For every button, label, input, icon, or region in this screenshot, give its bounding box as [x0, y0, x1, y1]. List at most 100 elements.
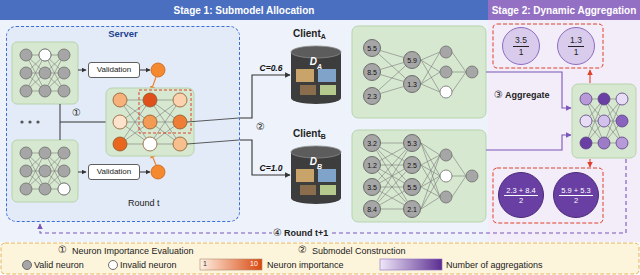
server-network	[39, 49, 51, 61]
client-submodel	[440, 46, 452, 58]
dataset-cylinder: DB	[290, 145, 342, 205]
neuron: 8.4	[363, 200, 381, 218]
legend-text: Neuron Importance Evaluation	[72, 246, 194, 257]
legend-panel	[1, 243, 639, 274]
neuron: 5.3	[403, 134, 421, 152]
legend-panel	[1, 243, 639, 274]
aggregated-network	[598, 115, 610, 127]
aggregated-network	[616, 115, 628, 127]
stage-title: Stage 2: Dynamic Aggregation	[492, 5, 637, 16]
client-submodel	[352, 26, 486, 222]
round-label: Round t	[128, 198, 160, 209]
validation-box: Validation	[88, 62, 140, 78]
global-network	[113, 137, 127, 151]
validation-score	[151, 165, 165, 179]
cylinder-shape	[290, 145, 342, 205]
global-network	[113, 93, 127, 107]
aggregation-box	[493, 24, 603, 223]
importance-fraction: 1.31	[557, 27, 595, 65]
step-number: ③	[494, 89, 503, 101]
legend-text: Valid neuron	[34, 260, 84, 271]
client-submodel	[440, 86, 452, 98]
importance-value: 3.5	[367, 184, 377, 191]
server-arrow	[60, 104, 111, 140]
neuron-connection	[381, 51, 404, 58]
aggregated-network	[572, 84, 636, 158]
fraction-denominator: 2	[559, 195, 592, 205]
client-submodel	[440, 66, 452, 78]
neuron-connection	[379, 66, 406, 90]
client-name: Client	[293, 28, 321, 40]
image-thumbnail	[300, 185, 316, 195]
global-network	[173, 115, 187, 129]
image-thumbnail	[320, 185, 336, 195]
server-arrow	[140, 70, 150, 71]
dataset-letter: D	[310, 56, 317, 67]
edge-label: C=0.6	[259, 63, 284, 73]
global-network	[106, 88, 239, 156]
neuron: 3.5	[363, 178, 381, 196]
importance-fraction: 3.51	[502, 27, 540, 65]
stage-region	[0, 20, 488, 242]
importance-value: 3.2	[367, 140, 377, 147]
importance-value: 2.5	[407, 162, 417, 169]
neuron-connection	[377, 151, 408, 202]
global-network	[106, 88, 194, 156]
neuron: 1.2	[363, 156, 381, 174]
server-network	[20, 120, 23, 123]
fraction-denominator: 2	[504, 195, 537, 205]
legend-panel	[200, 259, 262, 270]
importance-value: 5.5	[367, 45, 377, 52]
neuron-connection	[377, 151, 408, 202]
stage-header: Stage 2: Dynamic Aggregation	[488, 0, 640, 20]
step-name: Aggregate	[505, 90, 550, 101]
image-thumbnail	[318, 169, 336, 182]
global-network	[143, 115, 157, 129]
fraction-numerator: 5.9 + 5.3	[559, 186, 592, 195]
server-network	[36, 120, 39, 123]
edge-label: C=1.0	[259, 163, 284, 173]
step-number: ④	[272, 227, 283, 239]
aggregated-network	[572, 84, 636, 158]
global-network	[173, 93, 187, 107]
global-network	[143, 137, 157, 151]
aggregate-arrow	[486, 72, 571, 108]
validation-text: Validation	[97, 168, 132, 176]
global-network	[143, 93, 157, 107]
client-submodel	[440, 191, 452, 203]
image-thumbnail	[296, 69, 314, 82]
dataset-cylinder: DA	[290, 45, 342, 105]
neuron: 2.1	[403, 200, 421, 218]
client-submodel	[421, 143, 466, 209]
aggregated-network	[580, 93, 628, 149]
importance-value: 8.4	[367, 206, 377, 213]
aggregated-network	[580, 115, 592, 127]
aggregated-network	[580, 93, 592, 105]
importance-value: 5.3	[407, 140, 417, 147]
global-network	[139, 90, 191, 133]
scale-value: 10	[250, 260, 258, 268]
server-fill	[6, 26, 240, 222]
client-submodel	[352, 26, 486, 118]
global-network	[173, 137, 187, 151]
aggregation-box	[493, 24, 603, 68]
aggregated-network	[580, 137, 592, 149]
client-submodel	[466, 66, 478, 78]
allocation-arrow	[240, 140, 290, 175]
fraction-denominator: 1	[568, 46, 584, 57]
aggregated-network	[598, 137, 610, 149]
step-number: ②	[256, 121, 265, 133]
dataset-subscript: A	[317, 63, 322, 70]
server-network	[12, 42, 78, 104]
importance-value: 8.5	[367, 69, 377, 76]
fraction-numerator: 2.3 + 8.4	[504, 186, 537, 195]
neuron: 2.3	[363, 87, 381, 105]
image-thumbnail	[300, 85, 316, 95]
stage-header: Stage 1: Submodel Allocation	[0, 0, 488, 20]
neuron: 1.3	[403, 75, 421, 93]
validation-box: Validation	[88, 164, 140, 180]
aggregation-box	[493, 168, 603, 223]
legend-step-number: ①	[58, 244, 67, 256]
client-subscript: B	[321, 133, 326, 141]
client-submodel	[440, 170, 452, 182]
